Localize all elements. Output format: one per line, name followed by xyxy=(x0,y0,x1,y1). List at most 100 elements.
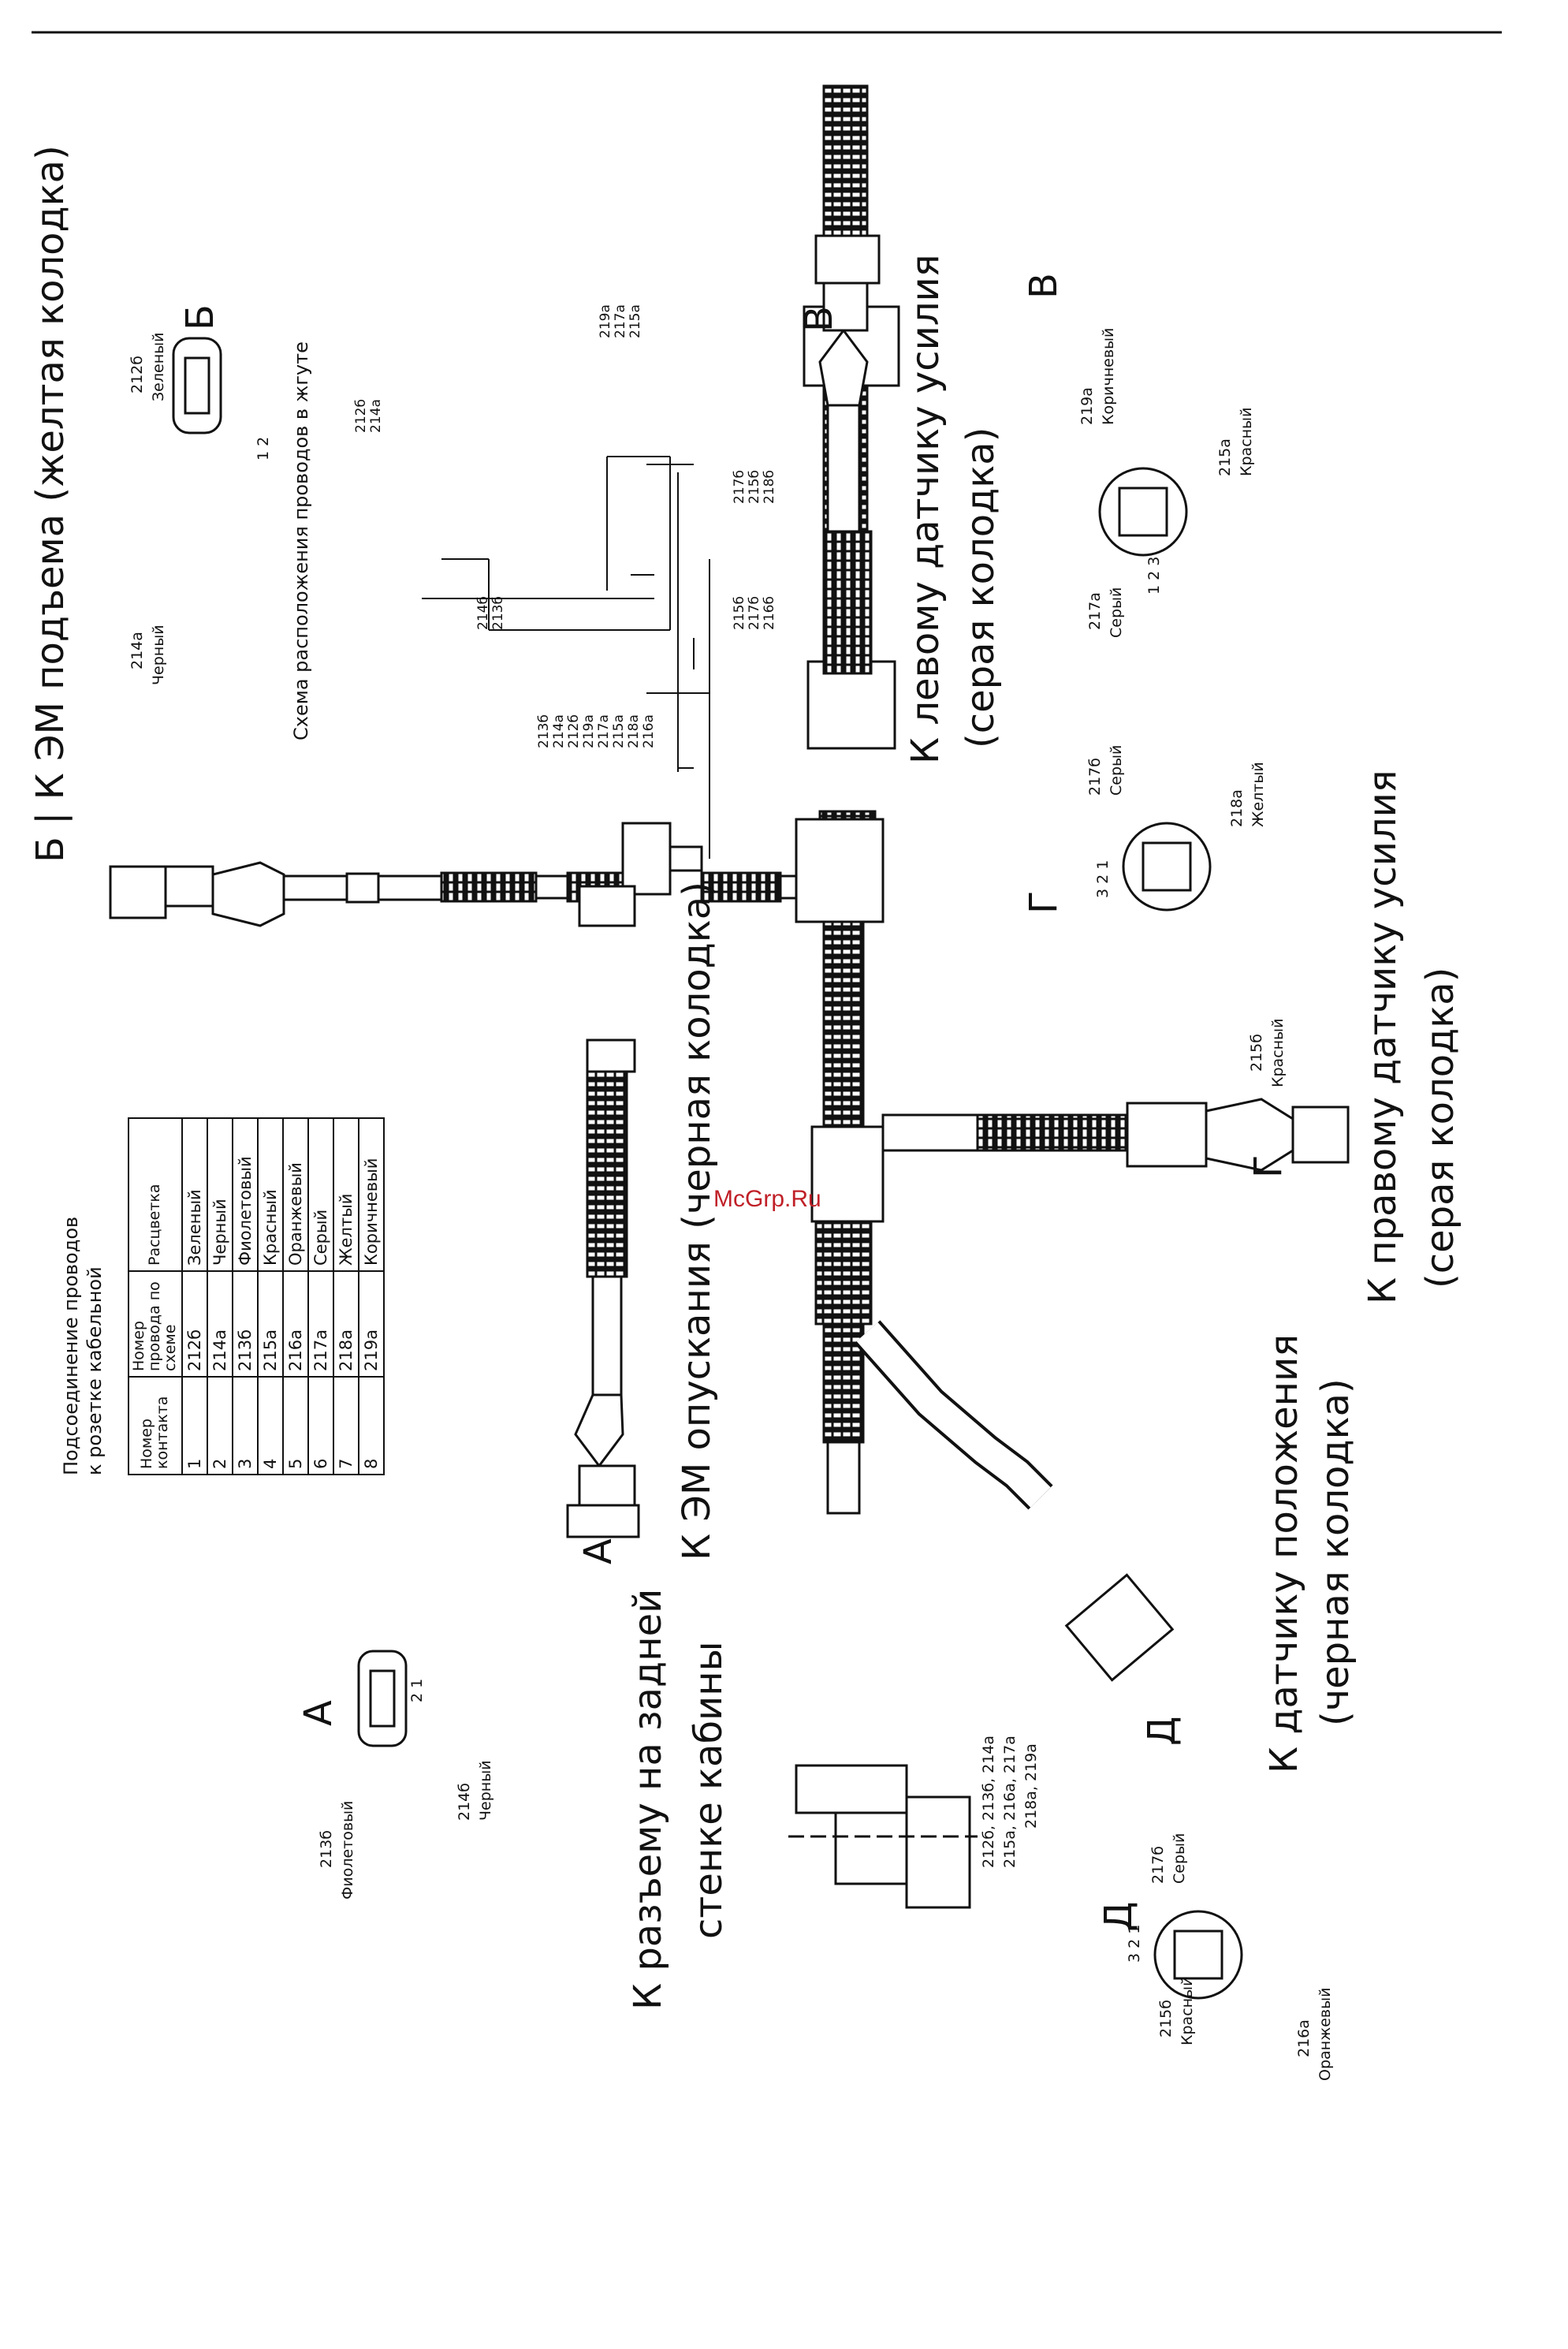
rear-connector xyxy=(788,1764,978,1909)
scheme-ra-2: 218б xyxy=(762,470,777,504)
watermark: McGrp.Ru xyxy=(713,1186,821,1212)
branch-v xyxy=(814,234,881,675)
table-title-2: к розетке кабельной xyxy=(84,1266,106,1475)
d-color3: Оранжевый xyxy=(1317,1987,1334,2081)
scheme-tr-0: 219а xyxy=(598,304,613,338)
v-color3: Серый xyxy=(1108,587,1125,638)
scheme-ra-0: 217б xyxy=(732,470,747,504)
scheme-left-0: 213б xyxy=(536,714,552,748)
cell-contact: 4 xyxy=(257,1377,283,1475)
d-wire3: 216а xyxy=(1295,2019,1313,2057)
branch-b xyxy=(109,822,798,927)
scheme-mid-1: 213б xyxy=(490,596,506,630)
cell-color: Серый xyxy=(307,1118,333,1271)
wire-scheme xyxy=(422,456,710,859)
cell-wire: 212б xyxy=(181,1271,207,1377)
scheme-rb-1: 217б xyxy=(747,596,762,630)
face-d xyxy=(1153,1910,1243,2000)
label-a-lower: К ЭМ опускания (черная колодка) xyxy=(675,882,719,1560)
g-color1: Серый xyxy=(1108,744,1125,796)
cell-wire: 217а xyxy=(307,1271,333,1377)
letter-a-face: А xyxy=(296,1700,341,1726)
letter-d: Д xyxy=(1140,1716,1184,1747)
face-a xyxy=(357,1650,408,1747)
d-wire2: 215б xyxy=(1157,2000,1175,2038)
cell-color: Черный xyxy=(207,1118,233,1271)
a-color1: Фиолетовый xyxy=(339,1800,356,1900)
scheme-mid-0: 214б xyxy=(475,596,491,630)
b-wire1: 212б xyxy=(128,356,146,393)
main-wires-2: 215а, 216а, 217а xyxy=(1001,1736,1019,1868)
cell-contact: 7 xyxy=(333,1377,359,1475)
scheme-left-2: 212б xyxy=(566,714,582,748)
cell-color: Коричневый xyxy=(358,1118,384,1271)
d-wire1: 217б xyxy=(1149,1846,1167,1884)
a-wire2: 214б xyxy=(456,1783,473,1821)
scheme-left-1: 214а xyxy=(551,714,567,748)
label-position-1: К датчику положения xyxy=(1262,1333,1306,1773)
cell-wire: 219а xyxy=(358,1271,384,1377)
scheme-tr-1: 217а xyxy=(613,304,628,338)
b-wire2: 214а xyxy=(128,632,146,669)
cell-contact: 6 xyxy=(307,1377,333,1475)
v-wire1: 219а xyxy=(1078,387,1096,425)
face-g xyxy=(1122,822,1212,912)
label-scheme-title: Схема расположения проводов в жгуте xyxy=(290,341,312,740)
letter-b-face: Б xyxy=(178,304,222,330)
letter-g: Г xyxy=(1246,1154,1291,1178)
face-b xyxy=(172,337,222,434)
cell-contact: 8 xyxy=(358,1377,384,1475)
cell-contact: 1 xyxy=(181,1377,207,1475)
a-wire1: 213б xyxy=(318,1830,335,1868)
main-wires-3: 218а, 219а xyxy=(1022,1743,1040,1829)
th-contact: Номер контакта xyxy=(128,1377,182,1475)
scheme-left-3: 219а xyxy=(581,714,597,748)
v-wire3: 217а xyxy=(1086,592,1104,630)
letter-v: В xyxy=(797,306,841,332)
label-rear-1: К разъему на задней xyxy=(626,1588,670,2010)
label-position-2: (черная колодка) xyxy=(1313,1378,1358,1726)
label-left-sensor-1: К левому датчику усилия xyxy=(903,254,948,764)
cell-color: Зеленый xyxy=(181,1118,207,1271)
d-pins: 3 2 1 xyxy=(1126,1924,1143,1963)
b-pins: 1 2 xyxy=(255,436,272,460)
g-wire1: 217б xyxy=(1086,758,1104,796)
cell-wire: 214а xyxy=(207,1271,233,1377)
branch-d xyxy=(854,1320,1175,1682)
label-right-sensor-1: К правому датчику усилия xyxy=(1361,770,1405,1304)
face-v xyxy=(1098,467,1188,557)
cell-color: Фиолетовый xyxy=(232,1118,258,1271)
scheme-left-5: 215а xyxy=(611,714,627,748)
scheme-ra-1: 215б xyxy=(747,470,762,504)
d-color1: Серый xyxy=(1171,1833,1188,1884)
g-pins: 3 2 1 xyxy=(1094,859,1112,898)
cell-contact: 2 xyxy=(207,1377,233,1475)
v-color2: Красный xyxy=(1238,407,1255,476)
label-left-sensor-2: (серая колодка) xyxy=(959,427,1003,748)
v-wire2: 215а xyxy=(1216,438,1234,476)
b-color2: Черный xyxy=(150,625,167,685)
table-header-row: Номер контакта Номер провода по схеме Ра… xyxy=(128,1118,182,1475)
g-wire2: 218а xyxy=(1228,789,1246,827)
a-pins: 2 1 xyxy=(408,1678,426,1702)
connection-table: Номер контакта Номер провода по схеме Ра… xyxy=(128,1117,385,1475)
g-color3: Красный xyxy=(1269,1018,1287,1087)
scheme-tl-1: 214а xyxy=(368,399,384,433)
cell-wire: 215а xyxy=(257,1271,283,1377)
table-title-1: Подсоединение проводов xyxy=(60,1216,82,1475)
b-color1: Зеленый xyxy=(150,332,167,401)
label-rear-2: стенке кабины xyxy=(687,1641,731,1939)
scheme-left-6: 218а xyxy=(626,714,642,748)
scheme-left-7: 216а xyxy=(641,714,657,748)
scheme-left-4: 217а xyxy=(596,714,612,748)
scheme-rb-0: 215б xyxy=(732,596,747,630)
